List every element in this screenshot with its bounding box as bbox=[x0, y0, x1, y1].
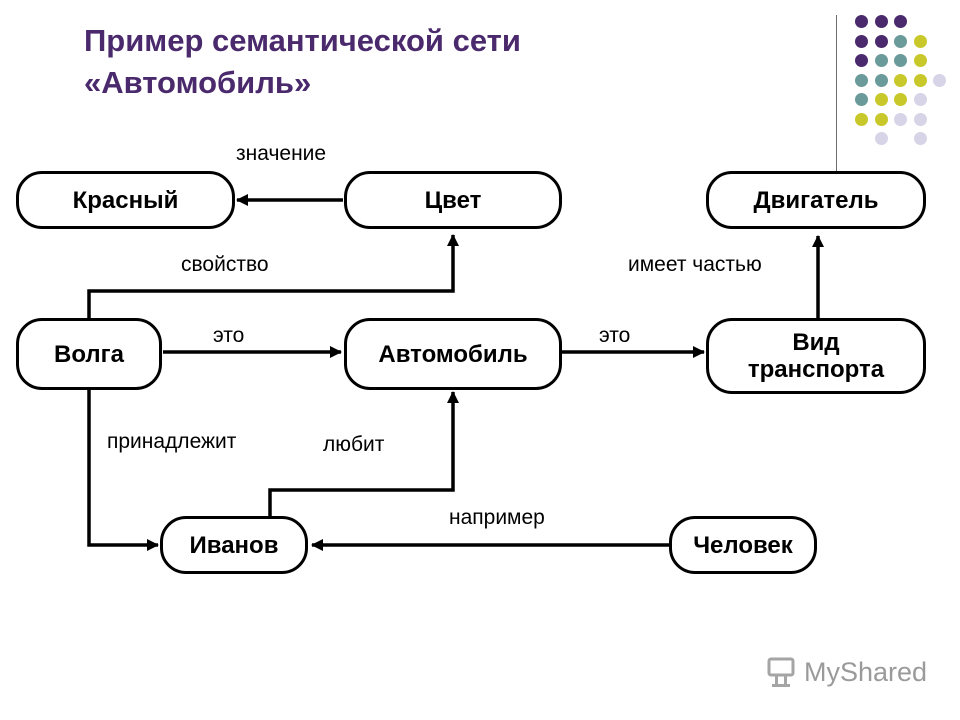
decorative-dot bbox=[933, 73, 946, 87]
label-imeet-chastyu: имеет частью bbox=[628, 253, 762, 276]
edge-prinadlezhit bbox=[87, 389, 159, 551]
decorative-dot bbox=[894, 93, 907, 106]
node-ivanov: Иванов bbox=[160, 516, 308, 574]
label-eto-2: это bbox=[599, 324, 631, 347]
decorative-dot bbox=[874, 54, 888, 67]
decorative-dot bbox=[913, 54, 927, 67]
decorative-dot bbox=[855, 34, 868, 48]
decorative-divider bbox=[836, 15, 837, 171]
node-dvigatel: Двигатель bbox=[706, 171, 926, 229]
edge-lyubit bbox=[268, 391, 459, 517]
decorative-dot bbox=[874, 15, 888, 28]
decorative-dot bbox=[874, 112, 888, 126]
decorative-dot bbox=[874, 132, 888, 145]
decorative-dot bbox=[874, 73, 888, 87]
decorative-dot bbox=[855, 73, 868, 87]
decorative-dot bbox=[894, 54, 907, 67]
node-krasny: Красный bbox=[16, 171, 235, 229]
decorative-dot bbox=[913, 34, 927, 48]
decorative-dot bbox=[894, 112, 907, 126]
node-vid-transporta-line1: Вид bbox=[792, 329, 840, 356]
myshared-logo-icon bbox=[767, 657, 795, 687]
label-svoystvo: свойство bbox=[181, 253, 269, 276]
label-znachenie: значение bbox=[236, 142, 327, 165]
node-vid-transporta: Вид транспорта bbox=[706, 318, 926, 394]
myshared-logo-text: MyShared bbox=[804, 656, 928, 687]
decorative-dot bbox=[913, 112, 927, 126]
node-chelovek: Человек bbox=[669, 516, 817, 574]
node-cvet: Цвет bbox=[344, 171, 562, 229]
decorative-dot bbox=[855, 112, 868, 126]
edge-svoystvo bbox=[87, 234, 459, 318]
decorative-dot bbox=[894, 73, 907, 87]
decorative-dot bbox=[874, 34, 888, 48]
node-avtomobil: Автомобиль bbox=[344, 318, 562, 390]
decorative-dot bbox=[894, 34, 907, 48]
label-lyubit: любит bbox=[323, 433, 385, 456]
decorative-dot bbox=[894, 15, 907, 28]
decorative-dot bbox=[874, 93, 888, 106]
slide-title-line1: Пример семантической сети bbox=[84, 23, 521, 58]
node-vid-transporta-line2: транспорта bbox=[747, 356, 885, 383]
label-prinadlezhit: принадлежит bbox=[107, 430, 237, 453]
decorative-dot bbox=[855, 54, 868, 67]
label-eto-1: это bbox=[213, 324, 245, 347]
label-naprimer: например bbox=[449, 506, 545, 529]
decorative-dot bbox=[855, 15, 868, 28]
myshared-logo: MyShared bbox=[766, 656, 927, 688]
node-volga: Волга bbox=[16, 318, 162, 390]
decorative-dot bbox=[913, 132, 927, 145]
decorative-dot bbox=[913, 73, 927, 87]
decorative-dot bbox=[855, 93, 868, 106]
slide-title-line2: «Автомобиль» bbox=[84, 65, 312, 100]
decorative-dot bbox=[913, 93, 927, 106]
slide-title: Пример семантической сети «Автомобиль» bbox=[84, 20, 804, 104]
